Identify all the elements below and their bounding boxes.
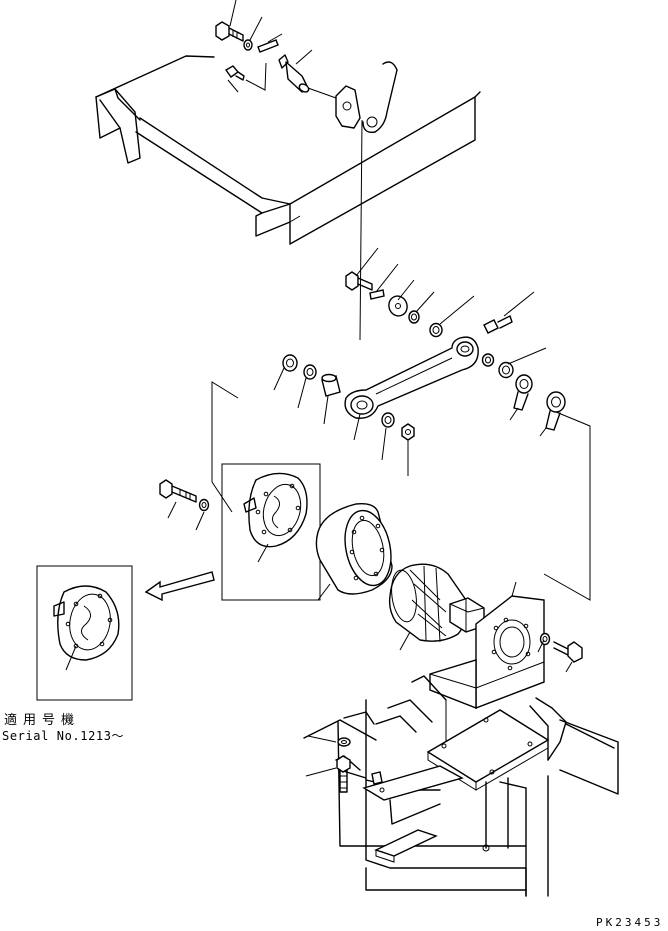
rod-end-1 [514, 375, 532, 410]
serial-number-range: Serial No.1213～ [2, 729, 125, 743]
bolt-bracket [554, 642, 582, 662]
grease-fitting-mid [484, 316, 512, 333]
top-frame-beam [96, 56, 480, 244]
pin-top [279, 55, 336, 98]
bolt-mid [346, 272, 372, 290]
leader-lines-frame [306, 736, 336, 776]
inset-box [37, 566, 132, 700]
washer-frame [338, 738, 350, 746]
ring-mid [409, 311, 442, 337]
gear-motor [388, 564, 484, 642]
bracket [430, 596, 544, 708]
bolt-top [216, 22, 243, 41]
bolt-frame [337, 756, 350, 792]
leader-lines-flange [168, 502, 572, 744]
leader-lines-top [228, 0, 362, 340]
link-arm [345, 337, 478, 418]
washer-top [244, 40, 252, 50]
top-bracket-ear [336, 62, 397, 132]
base-structure [304, 676, 618, 896]
washer-lower [382, 413, 394, 427]
grease-fitting-top [226, 66, 244, 80]
seal-left [283, 355, 297, 371]
bolt-flange [160, 480, 196, 502]
flange-alternate [54, 586, 119, 670]
drawing-number: PK23453 [596, 916, 664, 929]
rod-end-2 [546, 392, 565, 430]
washer-mid [386, 294, 410, 319]
seal-right [483, 354, 494, 366]
flange-box-outline [222, 464, 320, 600]
ring-right [499, 363, 513, 378]
lock-plate-mid [370, 290, 384, 299]
applicability-label-jp: 適用号機 [4, 713, 81, 728]
washer-flange [200, 500, 209, 511]
washer-bracket [541, 634, 550, 645]
flange-disk [244, 473, 307, 546]
drum-housing [316, 504, 397, 594]
nut-lower [402, 424, 414, 440]
arrow-to-inset [146, 572, 214, 600]
plate-top [258, 40, 278, 52]
bushing-left [304, 365, 316, 379]
spacer-left [322, 375, 340, 397]
